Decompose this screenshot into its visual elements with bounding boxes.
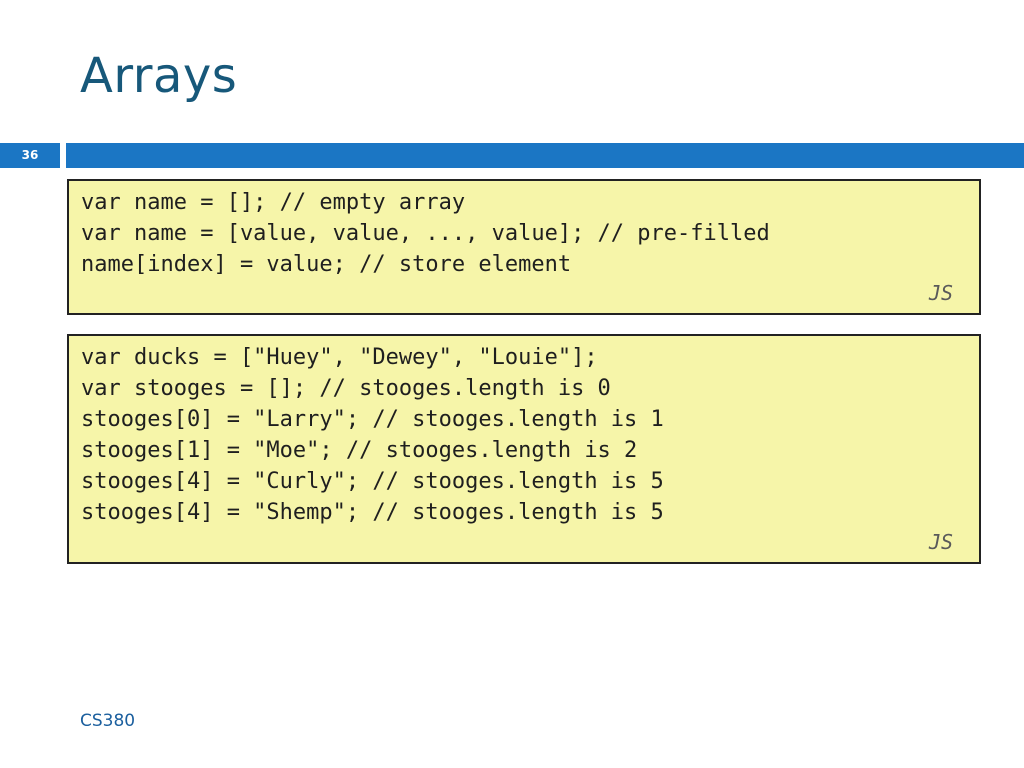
footer-course-label: CS380: [80, 711, 136, 731]
code-line: var ducks = ["Huey", "Dewey", "Louie"];: [81, 345, 598, 370]
slide-number: 36: [0, 143, 60, 168]
code-line: name[index] = value; // store element: [81, 252, 572, 277]
code-block-2: var ducks = ["Huey", "Dewey", "Louie"]; …: [67, 334, 981, 564]
code-line: var name = [value, value, ..., value]; /…: [81, 221, 770, 246]
code-line: stooges[1] = "Moe"; // stooges.length is…: [81, 438, 638, 463]
language-label: JS: [928, 530, 953, 554]
title-divider-bar: [66, 143, 1024, 168]
slide-title: Arrays: [80, 48, 238, 104]
code-line: var name = []; // empty array: [81, 190, 466, 215]
code-line: var stooges = []; // stooges.length is 0: [81, 376, 611, 401]
code-block-1: var name = []; // empty array var name =…: [67, 179, 981, 315]
code-line: stooges[4] = "Shemp"; // stooges.length …: [81, 500, 664, 525]
language-label: JS: [928, 281, 953, 305]
code-line: stooges[4] = "Curly"; // stooges.length …: [81, 469, 664, 494]
code-line: stooges[0] = "Larry"; // stooges.length …: [81, 407, 664, 432]
